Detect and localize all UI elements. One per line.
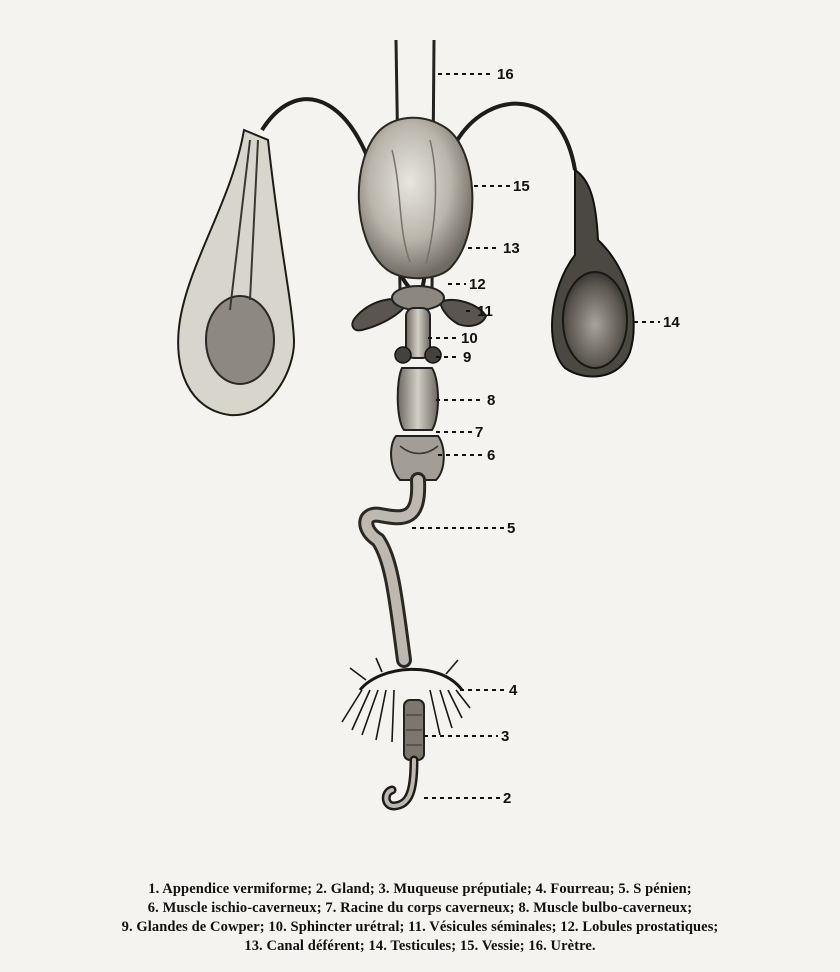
callout-12: 12	[469, 276, 486, 293]
callout-15: 15	[513, 178, 530, 195]
bladder	[359, 118, 473, 279]
bulbocavernosus-muscle	[398, 368, 438, 430]
glans	[386, 760, 414, 806]
callout-4: 4	[509, 682, 518, 699]
callout-6: 6	[487, 447, 495, 464]
prostate-lobules	[392, 286, 444, 310]
caption-line: 1. Appendice vermiforme; 2. Gland; 3. Mu…	[8, 880, 832, 899]
callout-11: 11	[477, 303, 493, 320]
right-testis	[552, 170, 634, 376]
callout-16: 16	[497, 66, 514, 83]
left-testis	[178, 130, 294, 415]
callout-2: 2	[503, 790, 511, 807]
callout-13: 13	[503, 240, 520, 257]
caption-line: 9. Glandes de Cowper; 10. Sphincter urét…	[8, 918, 832, 937]
caption-line: 13. Canal déférent; 14. Testicules; 15. …	[8, 937, 832, 956]
figure-caption: 1. Appendice vermiforme; 2. Gland; 3. Mu…	[8, 880, 832, 956]
preputial-mucosa	[404, 700, 424, 760]
callout-5: 5	[507, 520, 515, 537]
callout-3: 3	[501, 728, 509, 745]
caption-line: 6. Muscle ischio-caverneux; 7. Racine du…	[8, 899, 832, 918]
callout-7: 7	[475, 424, 483, 441]
callout-9: 9	[463, 349, 471, 366]
anatomy-diagram: 16 15 13 12 11 10 9 8 7 6 5 4 3 2 14	[0, 0, 840, 870]
callout-8: 8	[487, 392, 495, 409]
sigmoid-flexure	[366, 480, 418, 660]
callout-14: 14	[663, 314, 680, 331]
callout-numbers: 16 15 13 12 11 10 9 8 7 6 5 4 3 2 14	[461, 66, 680, 807]
callout-10: 10	[461, 330, 478, 347]
